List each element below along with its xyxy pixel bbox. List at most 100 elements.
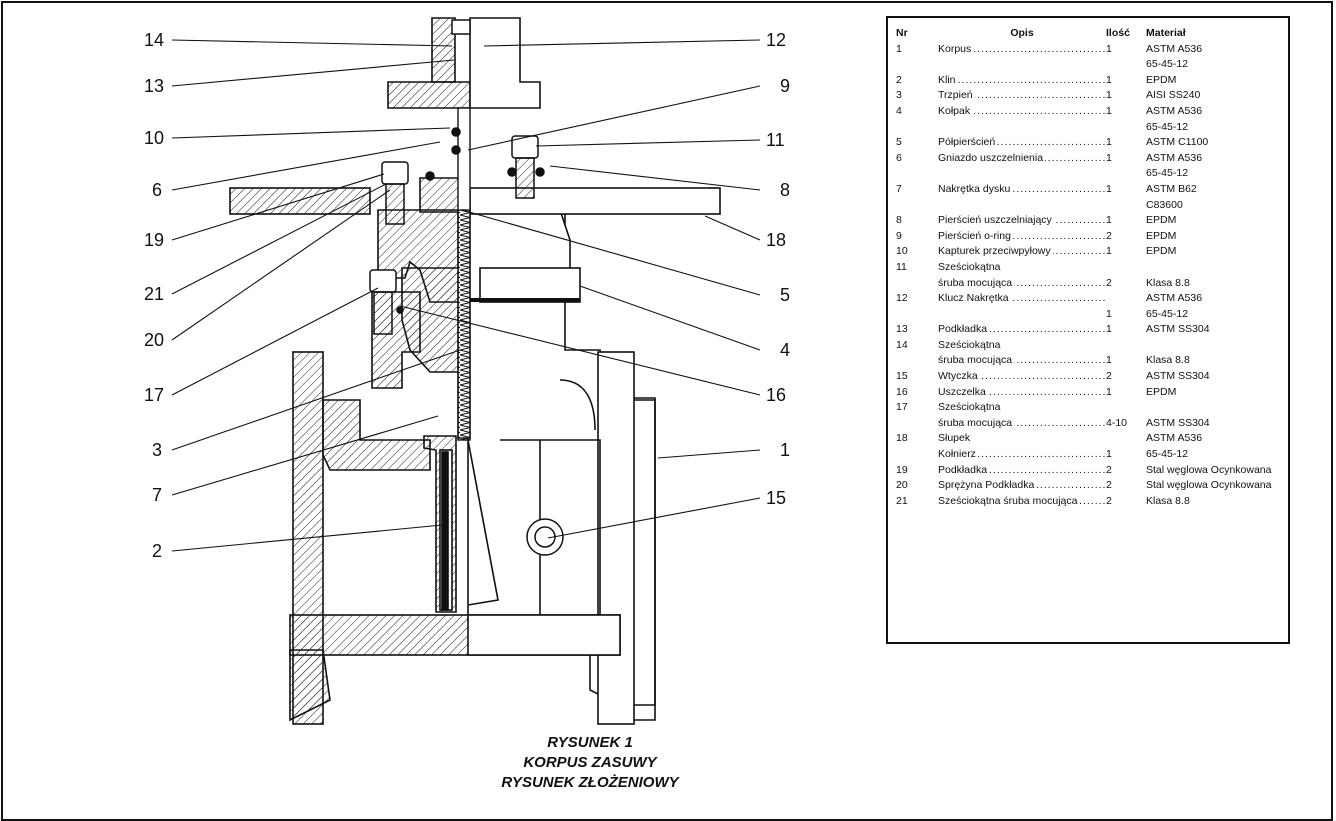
part-quantity: 1	[1106, 354, 1112, 367]
part-number	[896, 447, 938, 463]
figure-caption: RYSUNEK 1 KORPUS ZASUWY RYSUNEK ZŁOŻENIO…	[420, 733, 760, 793]
part-quantity	[1106, 166, 1146, 182]
part-material: 65-45-12	[1146, 448, 1189, 461]
callout-label: 2	[152, 541, 162, 561]
table-row: 2Klin1EPDM	[896, 73, 1284, 89]
callout-label: 12	[766, 30, 786, 50]
callout-label: 20	[144, 330, 164, 350]
part-number: 15	[896, 370, 908, 383]
part-description: Pierścień o-ring	[938, 229, 1106, 245]
callout-label: 17	[144, 385, 164, 405]
part-number	[896, 57, 938, 73]
part-material: EPDM	[1146, 214, 1177, 227]
callout-label: 19	[144, 230, 164, 250]
callout-label: 1	[780, 440, 790, 460]
part-number	[896, 166, 938, 182]
part-quantity: 1	[1106, 245, 1112, 258]
part-material: AISI SS240	[1146, 89, 1201, 102]
part-quantity: 1	[1106, 73, 1112, 86]
part-material: EPDM	[1146, 245, 1177, 258]
callout-label: 18	[766, 230, 786, 250]
part-material: 65-45-12	[1146, 307, 1189, 320]
callout-label: 3	[152, 440, 162, 460]
part-quantity: 2	[1106, 479, 1112, 492]
valve-body-section	[229, 17, 721, 725]
callout-labels-right: 12 9 11 8 18 5 4 16 1 15	[766, 30, 790, 508]
part-description: Kołnierz	[938, 447, 1106, 463]
part-material: ASTM SS304	[1146, 323, 1210, 336]
part-number: 17	[896, 401, 908, 414]
header-nr: Nr	[896, 27, 908, 39]
callout-label: 7	[152, 485, 162, 505]
part-material	[1146, 260, 1284, 276]
part-material: 65-45-12	[1146, 58, 1189, 71]
part-description: Kołpak	[938, 104, 1106, 120]
callout-label: 13	[144, 76, 164, 96]
callout-label: 16	[766, 385, 786, 405]
part-number: 6	[896, 151, 902, 164]
part-material: EPDM	[1146, 73, 1177, 86]
table-row: 11 Sześciokątna	[896, 260, 1284, 276]
parts-list: Nr Opis Ilość Materiał 1Korpus1ASTM A536…	[896, 26, 1284, 509]
part-quantity: 1	[1106, 448, 1112, 461]
part-material	[1146, 400, 1284, 416]
part-quantity: 1	[1106, 151, 1112, 164]
part-description	[938, 166, 1106, 182]
stem	[457, 107, 471, 441]
header-qty: Ilość	[1106, 27, 1130, 39]
caption-line: RYSUNEK ZŁOŻENIOWY	[501, 774, 679, 791]
callout-label: 6	[152, 180, 162, 200]
part-number: 5	[896, 136, 902, 149]
part-description: Uszczelka	[938, 385, 1106, 401]
part-material: C83600	[1146, 198, 1183, 211]
table-row: 1 65-45-12	[896, 307, 1284, 323]
part-quantity: 2	[1106, 229, 1112, 242]
part-material: ASTM SS304	[1146, 416, 1210, 429]
part-number	[896, 276, 938, 292]
part-quantity: 1	[1106, 136, 1112, 149]
part-number	[896, 416, 938, 432]
part-quantity: 2	[1106, 463, 1112, 476]
part-quantity	[1106, 431, 1146, 447]
part-quantity	[1106, 198, 1146, 214]
valve-body	[289, 209, 656, 725]
part-material: ASTM A536	[1146, 432, 1203, 445]
part-description	[938, 57, 1106, 73]
part-quantity	[1106, 57, 1146, 73]
part-material: 65-45-12	[1146, 167, 1189, 180]
part-number: 11	[896, 260, 907, 273]
part-quantity: 1	[1106, 42, 1112, 55]
callout-label: 4	[780, 340, 790, 360]
callout-labels-left: 14 13 10 6 19 21 20 17 3 7 2	[144, 30, 164, 561]
part-quantity: 2	[1106, 494, 1112, 507]
part-material: ASTM A536	[1146, 292, 1203, 305]
part-material: ASTM A536	[1146, 151, 1203, 164]
part-description: Słupek	[938, 432, 973, 445]
part-number: 18	[896, 432, 908, 445]
callout-label: 11	[766, 130, 785, 150]
part-material: EPDM	[1146, 385, 1177, 398]
part-quantity: 1	[1106, 307, 1112, 320]
table-row: 13Podkładka1ASTM SS304	[896, 322, 1284, 338]
part-quantity: 4-10	[1106, 416, 1128, 429]
table-row: 65-45-12	[896, 166, 1284, 182]
part-material: Klasa 8.8	[1146, 276, 1190, 289]
part-number: 13	[896, 323, 908, 336]
part-description	[938, 120, 1106, 136]
leader-lines	[171, 39, 761, 552]
part-description: Sześciokątna	[938, 260, 1003, 273]
callout-label: 14	[144, 30, 164, 50]
part-quantity: 1	[1106, 89, 1112, 102]
plug	[526, 518, 564, 556]
part-description: Klin	[938, 73, 1106, 89]
part-number: 12	[896, 292, 908, 305]
part-number	[896, 198, 938, 214]
table-row: 18 Słupek ASTM A536	[896, 431, 1284, 447]
part-number: 3	[896, 89, 902, 102]
